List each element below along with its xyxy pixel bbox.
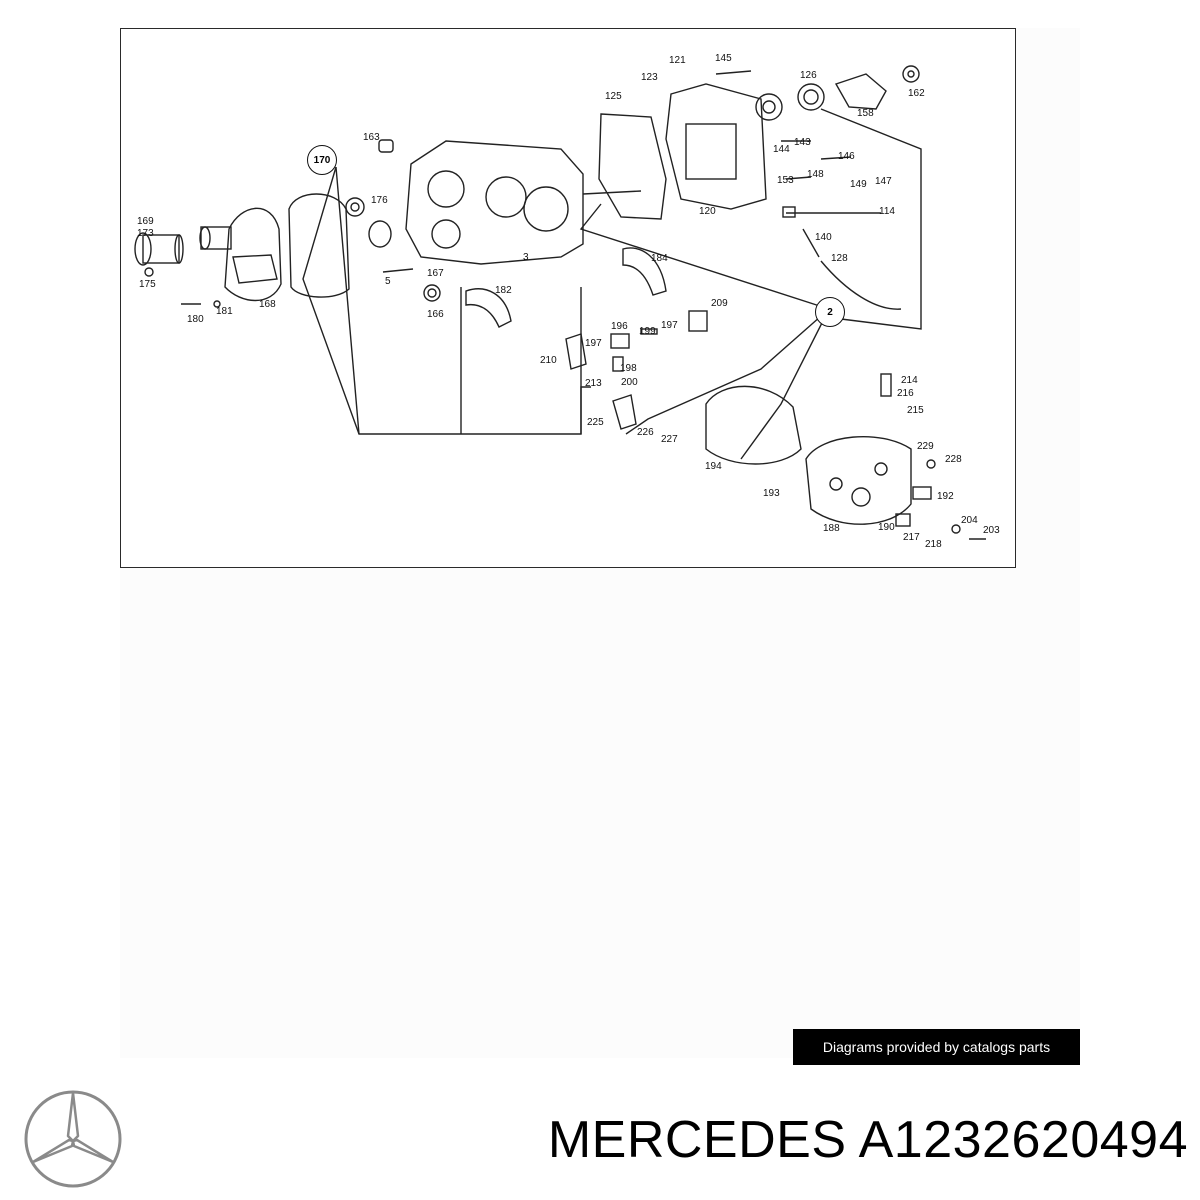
label-190: 190	[878, 522, 895, 533]
label-204: 204	[961, 515, 978, 526]
label-203: 203	[983, 525, 1000, 536]
diagram-credit-badge: Diagrams provided by catalogs parts	[793, 1029, 1080, 1065]
label-146: 146	[838, 151, 855, 162]
label-181: 181	[216, 306, 233, 317]
label-140: 140	[815, 232, 832, 243]
label-216: 216	[897, 388, 914, 399]
label-184: 184	[651, 253, 668, 264]
label-199: 199	[639, 326, 656, 337]
three-pointed-star-icon	[24, 1090, 122, 1188]
label-217: 217	[903, 532, 920, 543]
shift-fork-182-drawing	[465, 288, 512, 328]
label-169: 169	[137, 216, 154, 227]
label-194: 194	[705, 461, 722, 472]
gasket-170-drawing	[288, 193, 350, 298]
end-cover-drawing	[805, 435, 912, 525]
label-198: 198	[620, 363, 637, 374]
label-158: 158	[857, 108, 874, 119]
label-5: 5	[385, 276, 391, 287]
label-182: 182	[495, 285, 512, 296]
flange-drawing	[134, 232, 152, 266]
label-147: 147	[875, 176, 892, 187]
label-123: 123	[641, 72, 658, 83]
label-227: 227	[661, 434, 678, 445]
label-180: 180	[187, 314, 204, 325]
label-196: 196	[611, 321, 628, 332]
label-176: 176	[371, 195, 388, 206]
group-line-2	[625, 308, 830, 435]
label-192: 192	[937, 491, 954, 502]
label-166: 166	[427, 309, 444, 320]
label-125: 125	[605, 91, 622, 102]
label-128: 128	[831, 253, 848, 264]
callout-2: 2	[815, 297, 845, 327]
label-3: 3	[523, 252, 529, 263]
label-210: 210	[540, 355, 557, 366]
front-cover-drawing	[224, 207, 282, 302]
label-145: 145	[715, 53, 732, 64]
label-148: 148	[807, 169, 824, 180]
label-149: 149	[850, 179, 867, 190]
label-200: 200	[621, 377, 638, 388]
label-173: 173	[137, 228, 154, 239]
label-121: 121	[669, 55, 686, 66]
part-number-title: MERCEDES A1232620494	[547, 1111, 1188, 1169]
label-163: 163	[363, 132, 380, 143]
label-226: 226	[637, 427, 654, 438]
exploded-view-drawing	[134, 65, 986, 540]
label-214: 214	[901, 375, 918, 386]
label-143: 143	[794, 137, 811, 148]
label-114: 114	[879, 206, 895, 217]
label-218: 218	[925, 539, 942, 550]
gasket-125-drawing	[598, 113, 667, 220]
label-120: 120	[699, 206, 716, 217]
label-197b: 197	[585, 338, 602, 349]
label-213: 213	[585, 378, 602, 389]
shift-fork-184-drawing	[622, 247, 667, 296]
gearbox-housing-drawing	[405, 140, 584, 265]
label-126: 126	[800, 70, 817, 81]
label-153: 153	[777, 175, 794, 186]
label-228: 228	[945, 454, 962, 465]
label-193: 193	[763, 488, 780, 499]
label-225: 225	[587, 417, 604, 428]
label-162: 162	[908, 88, 925, 99]
gasket-194-drawing	[705, 385, 802, 465]
label-167: 167	[427, 268, 444, 279]
label-168: 168	[259, 299, 276, 310]
shift-shaft-225-drawing	[612, 394, 637, 430]
label-175: 175	[139, 279, 156, 290]
label-215: 215	[907, 405, 924, 416]
label-229: 229	[917, 441, 934, 452]
callout-170: 170	[307, 145, 337, 175]
label-144: 144	[773, 144, 790, 155]
rear-housing-drawing	[665, 83, 767, 210]
label-209: 209	[711, 298, 728, 309]
output-flange-drawing	[834, 73, 887, 110]
shift-shaft-210-drawing	[565, 333, 587, 370]
label-197a: 197	[661, 320, 678, 331]
label-188: 188	[823, 523, 840, 534]
parts-diagram: 170 2 169 173 175 180 181 168 163 176 5 …	[120, 28, 1016, 568]
